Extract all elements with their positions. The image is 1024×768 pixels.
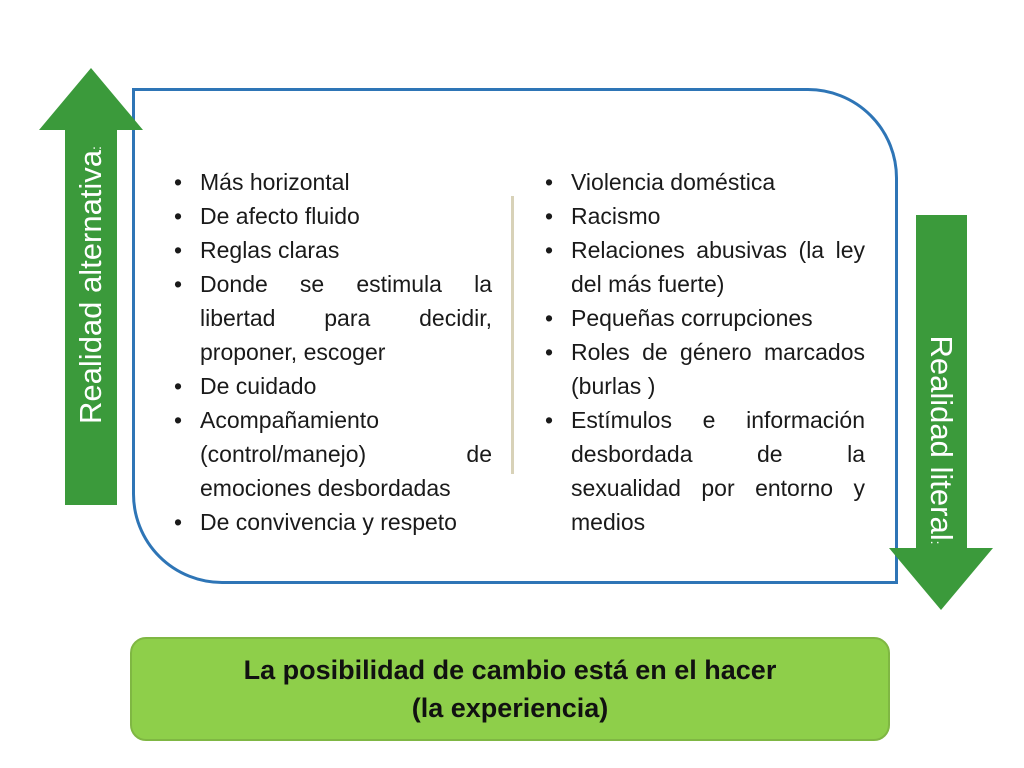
alternative-reality-list: Más horizontal De afecto fluido Reglas c…	[170, 165, 492, 539]
down-arrow-polygon	[889, 215, 993, 610]
realidad-alternativa-text: Realidad alternativa	[73, 149, 108, 424]
list-item: Donde se estimula la libertad para decid…	[170, 267, 492, 369]
list-item: Estímulos e información desbordada de la…	[541, 403, 865, 539]
conclusion-banner: La posibilidad de cambio está en el hace…	[130, 637, 890, 741]
list-item: Pequeñas corrupciones	[541, 301, 865, 335]
list-item: Roles de género marcados (burlas )	[541, 335, 865, 403]
up-arrow-polygon	[39, 68, 143, 505]
list-item: Acompañamiento (control/manejo) de emoci…	[170, 403, 492, 505]
realidad-alternativa-label: Realidad alternativa:	[73, 146, 109, 424]
banner-line-1: La posibilidad de cambio está en el hace…	[243, 655, 777, 685]
list-item: De cuidado	[170, 369, 492, 403]
list-item: Relaciones abusivas (la ley del más fuer…	[541, 233, 865, 301]
realidad-literal-label: Realidad literal:	[923, 336, 959, 545]
list-item: Reglas claras	[170, 233, 492, 267]
literal-reality-list: Violencia doméstica Racismo Relaciones a…	[541, 165, 865, 539]
realidad-alternativa-colon: :	[88, 146, 104, 150]
list-item: Violencia doméstica	[541, 165, 865, 199]
list-item: Más horizontal	[170, 165, 492, 199]
realidad-literal-colon: :	[928, 540, 944, 545]
list-item: De afecto fluido	[170, 199, 492, 233]
banner-line-2: (la experiencia)	[411, 693, 609, 723]
column-divider	[511, 196, 514, 474]
list-item: Racismo	[541, 199, 865, 233]
list-item: De convivencia y respeto	[170, 505, 492, 539]
content-frame	[132, 88, 898, 584]
realidad-literal-text: Realidad literal	[924, 335, 959, 541]
